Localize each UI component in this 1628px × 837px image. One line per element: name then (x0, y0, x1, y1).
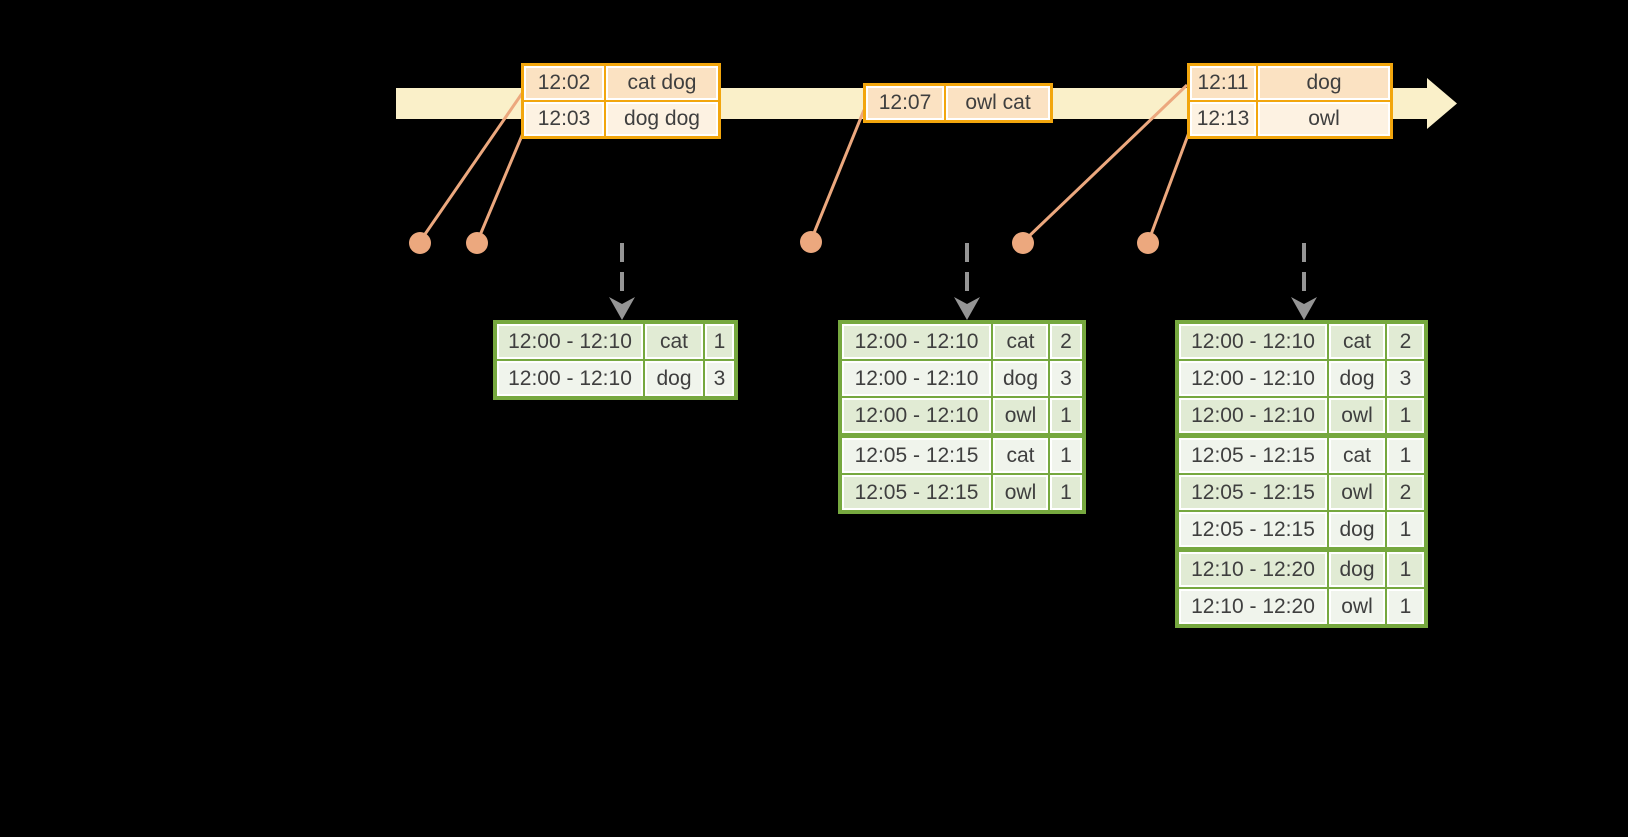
word-cell: owl (1329, 475, 1385, 510)
window-cell: 12:00 - 12:10 (842, 324, 991, 359)
result-table-2: 12:00 - 12:10 cat 2 12:00 - 12:10 dog 3 … (838, 320, 1086, 514)
timeline-arrowhead-icon (1427, 78, 1457, 129)
window-cell: 12:00 - 12:10 (842, 398, 991, 433)
word-cell: cat (993, 438, 1048, 473)
window-cell: 12:00 - 12:10 (1179, 398, 1327, 433)
event-words-cell: cat dog (606, 66, 718, 100)
event-time-cell: 12:07 (866, 86, 944, 120)
event-words-cell: owl (1258, 102, 1390, 136)
event-words-cell: owl cat (946, 86, 1050, 120)
window-cell: 12:00 - 12:10 (497, 324, 643, 359)
window-group: 12:05 - 12:15 cat 1 12:05 - 12:15 owl 2 … (1179, 438, 1424, 547)
event-connector-line (419, 91, 525, 241)
event-time-cell: 12:03 (524, 102, 604, 136)
result-table-1: 12:00 - 12:10 cat 1 12:00 - 12:10 dog 3 (493, 320, 738, 400)
word-cell: dog (1329, 552, 1385, 587)
word-cell: cat (1329, 438, 1385, 473)
window-cell: 12:00 - 12:10 (1179, 361, 1327, 396)
event-box-2: 12:07 owl cat (863, 83, 1053, 123)
word-cell: cat (1329, 324, 1385, 359)
window-group: 12:00 - 12:10 cat 2 12:00 - 12:10 dog 3 … (842, 324, 1082, 433)
event-box-3: 12:11 dog 12:13 owl (1187, 63, 1393, 139)
event-time-cell: 12:11 (1190, 66, 1256, 100)
count-cell: 2 (1387, 324, 1424, 359)
window-group: 12:05 - 12:15 cat 1 12:05 - 12:15 owl 1 (842, 438, 1082, 510)
event-connector-line (1147, 126, 1193, 241)
event-time-cell: 12:02 (524, 66, 604, 100)
word-cell: cat (993, 324, 1048, 359)
trigger-arrowhead-icon (1291, 297, 1317, 320)
window-cell: 12:05 - 12:15 (842, 438, 991, 473)
count-cell: 3 (1050, 361, 1082, 396)
count-cell: 2 (1387, 475, 1424, 510)
window-cell: 12:00 - 12:10 (497, 361, 643, 396)
result-table-3: 12:00 - 12:10 cat 2 12:00 - 12:10 dog 3 … (1175, 320, 1428, 628)
event-time-cell: 12:13 (1190, 102, 1256, 136)
event-connector-line (810, 109, 866, 239)
count-cell: 3 (1387, 361, 1424, 396)
window-cell: 12:05 - 12:15 (1179, 475, 1327, 510)
count-cell: 1 (705, 324, 734, 359)
arrival-dot (1012, 232, 1034, 254)
count-cell: 3 (705, 361, 734, 396)
window-cell: 12:10 - 12:20 (1179, 552, 1327, 587)
count-cell: 1 (1387, 438, 1424, 473)
window-cell: 12:00 - 12:10 (842, 361, 991, 396)
window-group: 12:10 - 12:20 dog 1 12:10 - 12:20 owl 1 (1179, 552, 1424, 624)
word-cell: dog (1329, 512, 1385, 547)
window-group: 12:00 - 12:10 cat 1 12:00 - 12:10 dog 3 (497, 324, 734, 396)
event-words-cell: dog (1258, 66, 1390, 100)
count-cell: 1 (1387, 398, 1424, 433)
word-cell: dog (645, 361, 703, 396)
arrival-dot (800, 231, 822, 253)
count-cell: 1 (1387, 589, 1424, 624)
window-cell: 12:10 - 12:20 (1179, 589, 1327, 624)
trigger-arrowhead-icon (609, 297, 635, 320)
count-cell: 1 (1050, 438, 1082, 473)
word-cell: owl (1329, 589, 1385, 624)
arrival-dot (466, 232, 488, 254)
window-group: 12:00 - 12:10 cat 2 12:00 - 12:10 dog 3 … (1179, 324, 1424, 433)
window-cell: 12:00 - 12:10 (1179, 324, 1327, 359)
word-cell: dog (993, 361, 1048, 396)
word-cell: owl (993, 475, 1048, 510)
arrival-dot (409, 232, 431, 254)
word-cell: cat (645, 324, 703, 359)
word-cell: dog (1329, 361, 1385, 396)
event-words-cell: dog dog (606, 102, 718, 136)
word-cell: owl (993, 398, 1048, 433)
count-cell: 1 (1387, 552, 1424, 587)
count-cell: 1 (1387, 512, 1424, 547)
event-connector-line (476, 125, 528, 241)
window-cell: 12:05 - 12:15 (1179, 512, 1327, 547)
arrival-dot (1137, 232, 1159, 254)
event-connector-line (1023, 83, 1189, 242)
count-cell: 1 (1050, 398, 1082, 433)
trigger-arrowhead-icon (954, 297, 980, 320)
window-cell: 12:05 - 12:15 (842, 475, 991, 510)
count-cell: 1 (1050, 475, 1082, 510)
window-cell: 12:05 - 12:15 (1179, 438, 1327, 473)
count-cell: 2 (1050, 324, 1082, 359)
event-box-1: 12:02 cat dog 12:03 dog dog (521, 63, 721, 139)
word-cell: owl (1329, 398, 1385, 433)
